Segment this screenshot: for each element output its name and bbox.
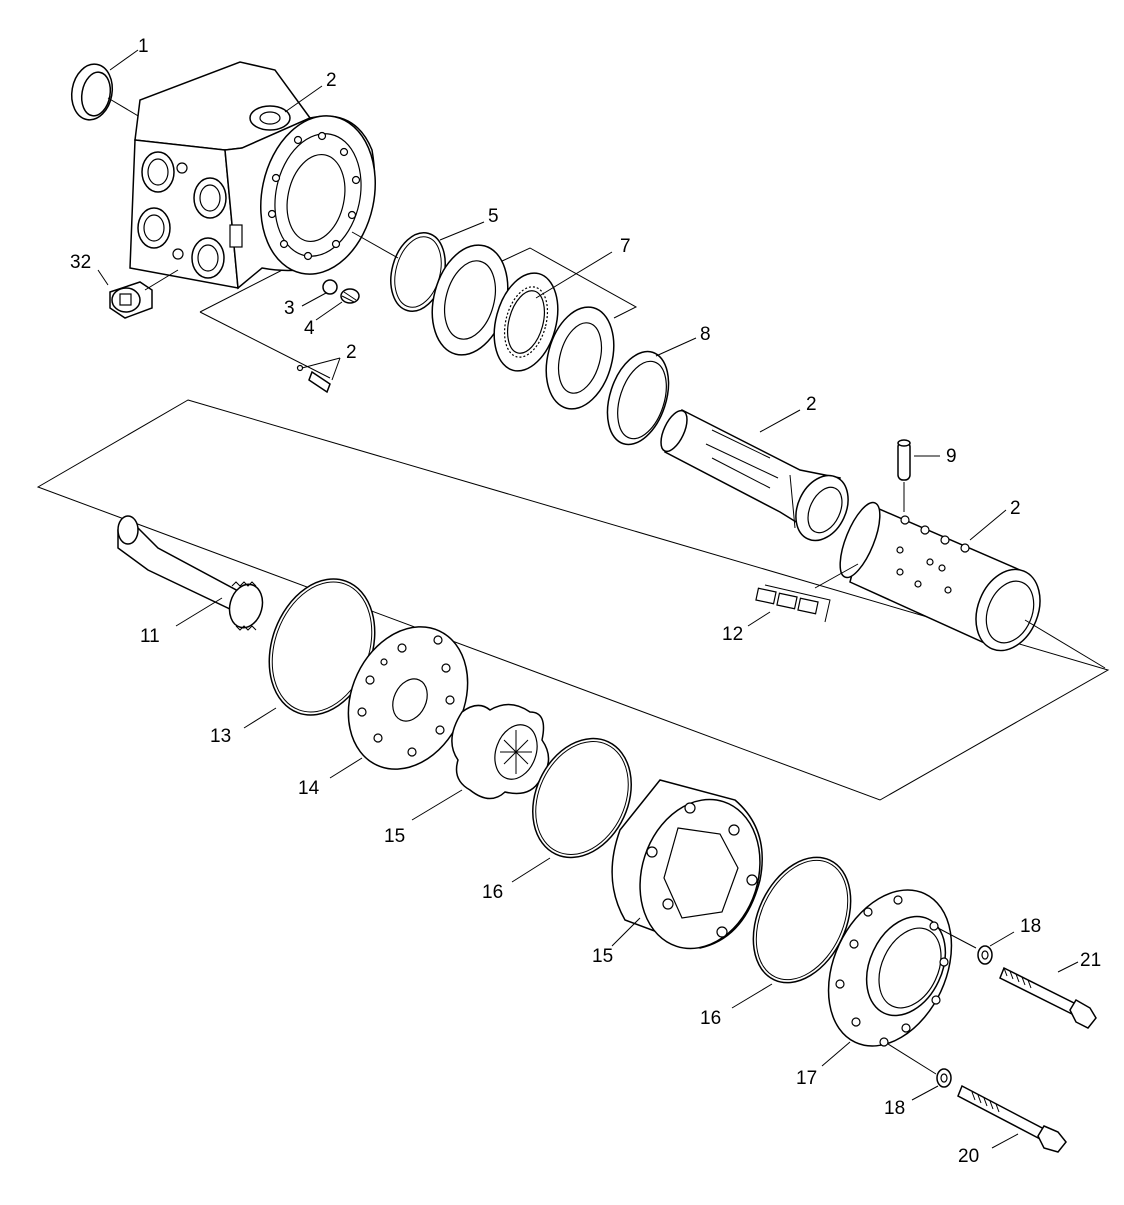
sleeve-holes bbox=[896, 515, 970, 594]
part-18-washer-a bbox=[977, 945, 993, 965]
label-part-11: 11 bbox=[140, 626, 160, 647]
callout-labels: 1 2 32 3 4 2 5 7 8 2 9 2 12 11 13 14 15 … bbox=[70, 36, 1101, 1167]
label-part-7: 7 bbox=[620, 236, 631, 257]
label-part-13: 13 bbox=[210, 726, 231, 747]
part-20-bolt bbox=[957, 1084, 1067, 1153]
label-part-15-rotor: 15 bbox=[384, 826, 405, 847]
label-part-20: 20 bbox=[958, 1146, 979, 1167]
part-14-plate bbox=[347, 626, 469, 770]
part-12-springs bbox=[755, 563, 859, 623]
label-part-4: 4 bbox=[304, 318, 315, 339]
assembly-outline-lines bbox=[36, 247, 1110, 801]
label-part-3: 3 bbox=[284, 298, 295, 319]
housing-flange-holes bbox=[267, 131, 361, 261]
housing-ports bbox=[137, 151, 227, 279]
label-part-1: 1 bbox=[138, 36, 149, 57]
part-8-ring bbox=[606, 350, 670, 446]
part-9-pin bbox=[897, 439, 911, 512]
part-2-valve-housing bbox=[129, 61, 376, 290]
label-part-32: 32 bbox=[70, 252, 91, 273]
part-2-spool bbox=[660, 408, 849, 542]
label-part-2-sleeve: 2 bbox=[1010, 498, 1021, 519]
label-part-2-housing: 2 bbox=[326, 70, 337, 91]
part-21-bolt bbox=[999, 966, 1097, 1029]
part-4-screw bbox=[340, 288, 360, 304]
part-3-ball bbox=[322, 279, 338, 295]
label-part-14: 14 bbox=[298, 778, 320, 799]
label-part-21: 21 bbox=[1080, 950, 1101, 971]
label-part-12: 12 bbox=[722, 624, 743, 645]
label-part-16-b: 16 bbox=[700, 1008, 721, 1029]
part-11-drive-shaft bbox=[117, 515, 264, 631]
label-part-5: 5 bbox=[488, 206, 499, 227]
part-16-o-ring-a bbox=[532, 737, 632, 859]
part-17-end-cap bbox=[827, 889, 977, 1075]
label-part-2-spool: 2 bbox=[806, 394, 817, 415]
part-7-bearing-washer-rear bbox=[545, 306, 615, 410]
part-15-rotor bbox=[451, 703, 550, 800]
part-7-needle-bearing bbox=[493, 272, 559, 372]
leader-lines bbox=[97, 49, 1079, 1149]
label-part-16-a: 16 bbox=[482, 882, 503, 903]
part-32-plug bbox=[109, 269, 179, 319]
part-15-stator bbox=[611, 779, 763, 950]
label-part-18-b: 18 bbox=[884, 1098, 905, 1119]
label-part-9: 9 bbox=[946, 446, 957, 467]
part-1-seal-ring bbox=[70, 63, 146, 121]
label-part-15-stator: 15 bbox=[592, 946, 613, 967]
rotor-splines bbox=[500, 730, 532, 774]
plate-holes bbox=[357, 635, 455, 757]
end-cap-holes bbox=[835, 895, 949, 1047]
stator-holes bbox=[646, 802, 758, 938]
label-part-18-a: 18 bbox=[1020, 916, 1041, 937]
label-part-8: 8 bbox=[700, 324, 711, 345]
label-part-17: 17 bbox=[796, 1068, 817, 1089]
label-part-2-check: 2 bbox=[346, 342, 357, 363]
part-2-sleeve bbox=[839, 501, 1106, 669]
part-18-washer-b bbox=[936, 1068, 952, 1088]
